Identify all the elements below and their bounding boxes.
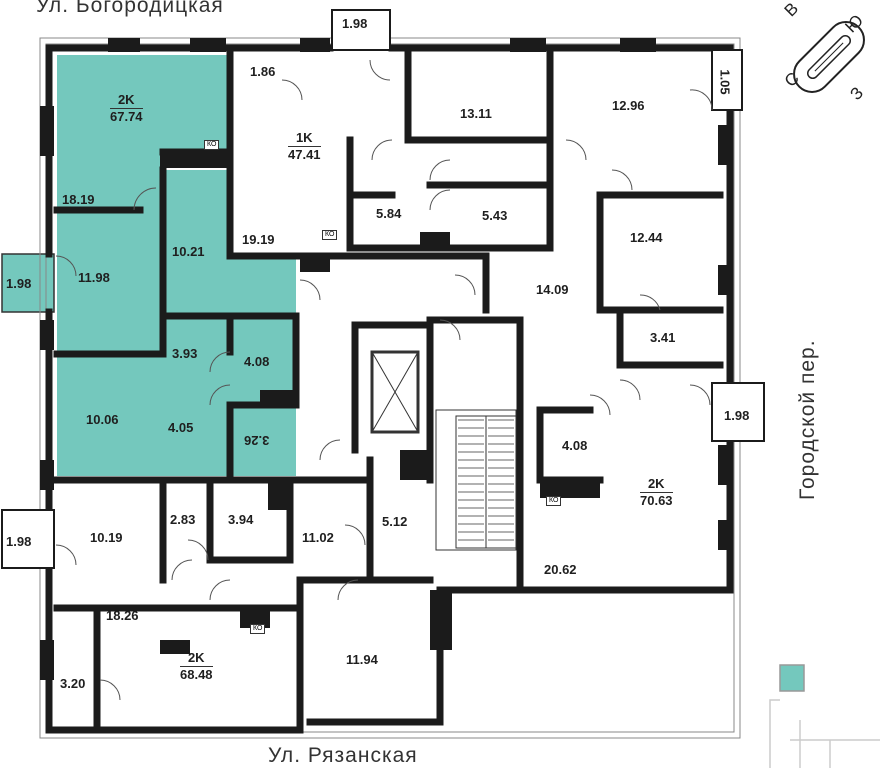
street-name-bottom: Ул. Рязанская bbox=[268, 744, 418, 767]
room-area: 2.83 bbox=[170, 512, 196, 527]
apartment-label[interactable]: 2K 67.74 bbox=[110, 92, 143, 125]
apartment-type: 2K bbox=[647, 476, 665, 491]
highlighted-apartment[interactable] bbox=[1, 55, 296, 476]
room-area: 18.26 bbox=[106, 608, 139, 623]
building-minimap bbox=[769, 664, 880, 768]
room-area: 14.09 bbox=[536, 282, 569, 297]
ko-marker: КО bbox=[250, 624, 266, 634]
room-area: 3.94 bbox=[228, 512, 254, 527]
apartment-type: 2K bbox=[117, 92, 135, 107]
room-area: 11.02 bbox=[302, 530, 334, 545]
room-area: 1.98 bbox=[342, 16, 368, 31]
apartment-label[interactable]: 1K 47.41 bbox=[288, 130, 321, 163]
room-area: 3.20 bbox=[60, 676, 86, 691]
apartment-type: 1K bbox=[295, 130, 313, 145]
room-area: 20.62 bbox=[544, 562, 577, 577]
apartment-label[interactable]: 2K 70.63 bbox=[640, 476, 673, 509]
stairwell bbox=[370, 350, 517, 551]
room-area: 1.05 bbox=[717, 69, 733, 95]
room-area: 19.19 bbox=[242, 232, 275, 247]
room-area: 3.26 bbox=[244, 433, 270, 448]
apartment-area: 67.74 bbox=[110, 108, 143, 124]
room-area: 3.41 bbox=[650, 330, 676, 345]
room-area: 13.11 bbox=[460, 106, 492, 121]
ko-marker: КО bbox=[204, 140, 220, 150]
room-area: 10.21 bbox=[172, 244, 205, 259]
apartment-label[interactable]: 2K 68.48 bbox=[180, 650, 213, 683]
room-area: 4.05 bbox=[168, 420, 194, 435]
doors bbox=[55, 59, 713, 701]
apartment-type: 2K bbox=[187, 650, 205, 665]
room-area: 10.19 bbox=[90, 530, 123, 545]
room-area: 1.98 bbox=[724, 408, 750, 423]
balconies bbox=[1, 9, 765, 569]
street-name-top: Ул. Богородицкая bbox=[36, 0, 224, 17]
room-area: 1.98 bbox=[6, 276, 32, 291]
highlight-fill bbox=[57, 55, 296, 476]
apartment-area: 70.63 bbox=[640, 492, 673, 508]
room-area: 4.08 bbox=[562, 438, 588, 453]
room-area: 11.98 bbox=[78, 270, 110, 285]
apartment-area: 68.48 bbox=[180, 666, 213, 682]
room-area: 4.08 bbox=[244, 354, 270, 369]
room-area: 3.93 bbox=[172, 346, 198, 361]
room-area: 12.96 bbox=[612, 98, 645, 113]
ko-marker: КО bbox=[546, 496, 562, 506]
wall-piers bbox=[40, 38, 732, 680]
room-area: 10.06 bbox=[86, 412, 119, 427]
room-area: 5.43 bbox=[482, 208, 508, 223]
room-area: 5.84 bbox=[376, 206, 402, 221]
room-area: 18.19 bbox=[62, 192, 95, 207]
room-area: 11.94 bbox=[346, 652, 378, 667]
room-area: 12.44 bbox=[630, 230, 663, 245]
apartment-area: 47.41 bbox=[288, 146, 321, 162]
room-area: 1.98 bbox=[6, 534, 32, 549]
room-area: 5.12 bbox=[382, 514, 408, 529]
ko-marker: КО bbox=[322, 230, 338, 240]
highlight-balcony bbox=[1, 253, 55, 313]
compass-icon bbox=[793, 21, 865, 93]
room-area: 1.86 bbox=[250, 64, 276, 79]
